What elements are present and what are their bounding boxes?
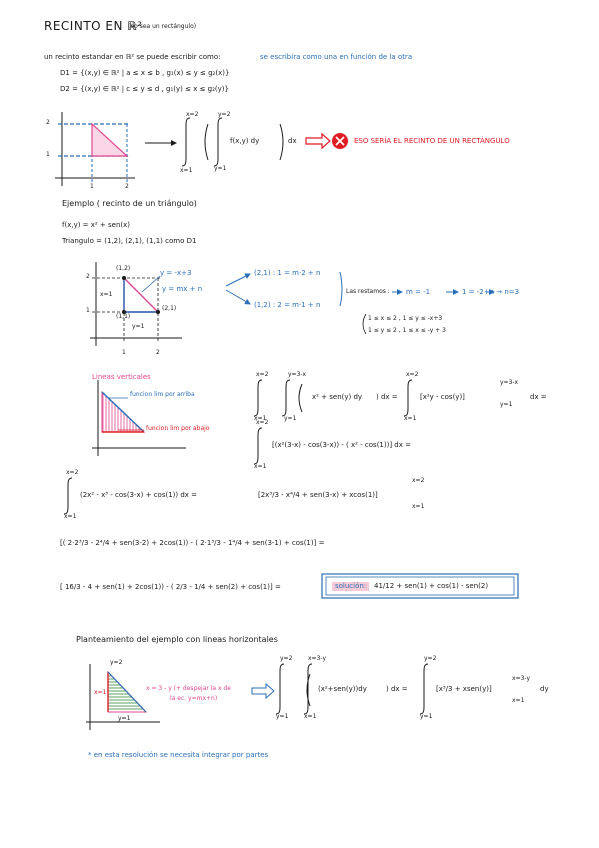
v-int1-outer-lo: x=1 [254, 415, 267, 422]
tri-tick-y1: 1 [86, 307, 90, 314]
v-int2-hi: x=2 [406, 371, 419, 378]
example-triangle: Triangulo = (1,2), (2,1), (1,1) como D1 [62, 237, 197, 245]
tick-y2: 2 [46, 119, 50, 126]
sol-eval-lo: x=1 [412, 503, 425, 510]
label-y1: y=1 [132, 323, 145, 330]
solution-box-outer [321, 573, 519, 599]
final-solution: 41/12 + sen(1) + cos(1) - sen(2) [374, 582, 489, 590]
result-n: 1 = -2+n → n=3 [462, 288, 520, 296]
intro-line: un recinto estandar en ℝ² se puede escri… [44, 53, 221, 61]
h-label-x1: x=1 [94, 689, 107, 696]
v-int3-body: [(x²(3-x) - cos(3-x)) - ( x² - cos(1))] … [272, 441, 411, 449]
v-int3-lo: x=1 [254, 463, 267, 470]
h-int-outer-lo: y=1 [276, 713, 289, 720]
final-solution-label: solución: [332, 582, 370, 591]
label-x1: x=1 [100, 291, 113, 298]
v-int1-body: x² + sen(y) dy [312, 393, 363, 401]
h-int2-tail: dy [540, 685, 549, 693]
solution-row-1: (2x² - x³ - cos(3-x) + cos(1)) dx = [80, 491, 198, 499]
definition-d2: D2 = {(x,y) ∈ ℝ² | c ≤ y ≤ d , g₁(y) ≤ x… [60, 85, 229, 93]
v-int1-inner-lo: y=1 [284, 415, 297, 422]
arrow-eq2 [225, 289, 251, 305]
page-title: RECINTO EN ℝ² [44, 19, 143, 33]
solution-row-3: [ 16/3 - 4 + sen(1) + 2cos(1)) - ( 2/3 -… [60, 583, 281, 591]
result-m: m = -1 [406, 288, 431, 296]
outer-lower-limit: x=1 [180, 167, 193, 174]
point-right: (2,1) [162, 305, 177, 312]
system-eq2: (1,2) : 2 = m·1 + n [254, 301, 321, 309]
system-eq1: (2,1) : 1 = m·2 + n [254, 269, 321, 277]
v-int1-tail: ) dx = [376, 393, 398, 401]
integral-sign [213, 117, 223, 167]
integral-sign [181, 117, 191, 167]
v-int2-eval-lo: y=1 [500, 401, 513, 408]
vertical-lines-label: Lineas verticales [92, 373, 151, 381]
triangle-graph [90, 262, 182, 346]
subtract-label: Las restamos : [346, 288, 390, 295]
bound-2: 1 ≤ y ≤ 2 , 1 ≤ x ≤ -y + 3 [368, 327, 446, 334]
h-int2-body: [x³/3 + xsen(y)] [436, 685, 492, 693]
outer-upper-limit: x=2 [186, 111, 199, 118]
label-general-line: y = mx + n [162, 285, 203, 293]
definition-d1: D1 = {(x,y) ∈ ℝ² | a ≤ x ≤ b , g₁(x) ≤ y… [60, 69, 230, 77]
point-top: (1,2) [116, 265, 131, 272]
v-int2-tail: dx = [530, 393, 547, 401]
tick-y1: 1 [46, 151, 50, 158]
tri-tick-x2: 2 [156, 349, 160, 356]
sol-int-lo: x=1 [64, 513, 77, 520]
sol-int-hi: x=2 [66, 469, 79, 476]
h-note-a: x = 3 - y (+ despejar la x de [146, 685, 231, 692]
example-heading: Ejemplo ( recinto de un triángulo) [62, 199, 197, 208]
h-int-outer-hi: y=2 [280, 655, 293, 662]
bound-1: 1 ≤ x ≤ 2 , 1 ≤ y ≤ -x+3 [368, 315, 443, 322]
h-int2-eval-hi: x=3-y [512, 675, 531, 682]
v-int1-inner-hi: y=3-x [288, 371, 307, 378]
horizontal-lines-graph [86, 664, 160, 730]
rectangle-graph [55, 112, 135, 186]
point-corner: (1,1) [116, 313, 131, 320]
inner-lower-limit: y=1 [214, 165, 227, 172]
footnote: * en esta resolución se necesita integra… [88, 751, 269, 759]
arrow-eq1 [225, 273, 251, 287]
dx-label: dx [288, 137, 297, 145]
label-line: y = -x+3 [160, 269, 192, 277]
tick-x2: 2 [125, 183, 129, 190]
horizontal-heading: Planteamiento del ejemplo con lineas hor… [76, 635, 278, 644]
page-subtitle: (no sea un rectángulo) [128, 23, 197, 30]
v-int2-body: [x²y - cos(y)] [420, 393, 465, 401]
h-int-inner-lo: x=1 [304, 713, 317, 720]
red-arrow-icon [305, 132, 331, 150]
h-int-inner-hi: x=3-y [308, 655, 327, 662]
v-int3-hi: x=2 [256, 419, 269, 426]
solution-box-inner [325, 576, 515, 596]
tri-tick-x1: 1 [122, 349, 126, 356]
upper-function-label: funcion lim por arriba [130, 391, 195, 398]
intro-note: se escribira como una en función de la o… [260, 53, 413, 61]
h-int-tail: ) dx = [386, 685, 408, 693]
v-int2-lo: x=1 [404, 415, 417, 422]
h-note-b: la ec. y=mx+n) [170, 695, 218, 702]
blue-arrow-icon [251, 682, 275, 700]
h-int2-lo: y=1 [420, 713, 433, 720]
sol-eval-hi: x=2 [412, 477, 425, 484]
h-label-y2: y=2 [110, 659, 123, 666]
vertical-lines-graph [92, 380, 186, 456]
solution-row-1-result: [2x³/3 - x⁴/4 + sen(3-x) + xcos(1)] [258, 491, 378, 499]
h-label-y1: y=1 [118, 715, 131, 722]
tick-x1: 1 [90, 183, 94, 190]
v-int2-eval-hi: y=3-x [500, 379, 519, 386]
h-int2-eval-lo: x=1 [512, 697, 525, 704]
integrand: f(x,y) dy [230, 137, 260, 145]
solution-row-2: [( 2·2³/3 - 2⁴/4 + sen(3-2) + 2cos(1)) -… [60, 539, 325, 547]
inner-upper-limit: y=2 [218, 111, 231, 118]
lower-function-label: funcion lim por abajo [146, 425, 210, 432]
h-int-body: (x²+sen(y))dy [318, 685, 367, 693]
h-int2-hi: y=2 [424, 655, 437, 662]
rectangle-warning: ESO SERÍA EL RECINTO DE UN RECTÁNGULO [354, 137, 510, 145]
v-int1-outer-hi: x=2 [256, 371, 269, 378]
example-function: f(x,y) = x² + sen(x) [62, 221, 131, 229]
tri-tick-y2: 2 [86, 273, 90, 280]
